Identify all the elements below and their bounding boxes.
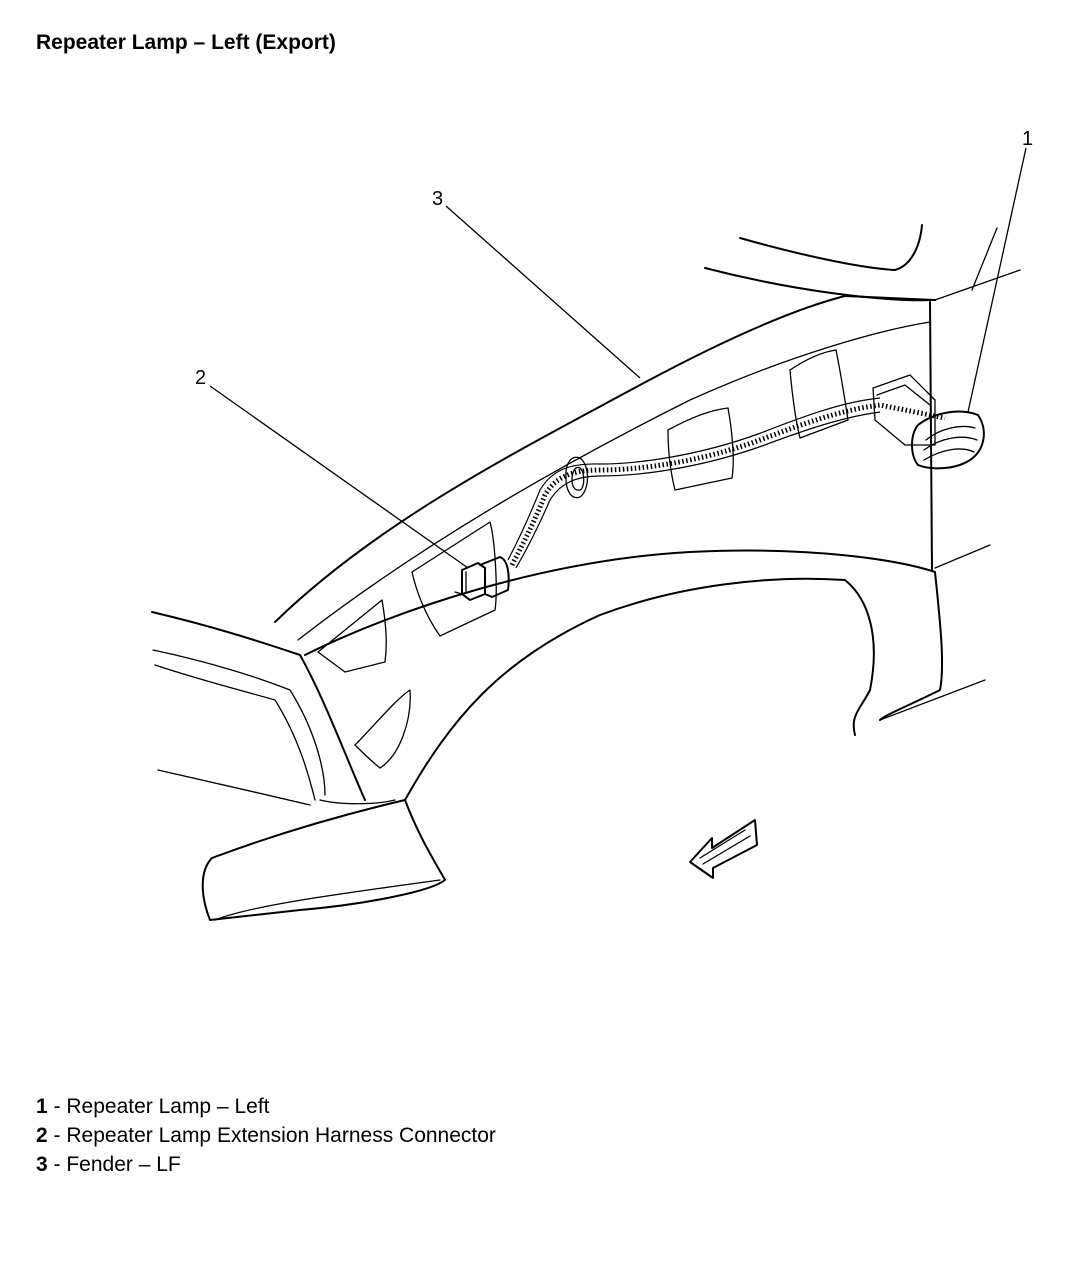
legend-item-1: 1 - Repeater Lamp – Left bbox=[36, 1092, 496, 1121]
harness-connector bbox=[454, 556, 510, 601]
legend-number: 3 bbox=[36, 1153, 48, 1176]
callout-3-leader bbox=[445, 205, 641, 379]
callout-1-leader bbox=[967, 147, 1027, 413]
wire-harness bbox=[507, 397, 946, 569]
legend-separator: - bbox=[47, 1124, 67, 1147]
forward-arrow-icon bbox=[689, 819, 758, 879]
legend-separator: - bbox=[47, 1095, 67, 1118]
callout-2-number: 2 bbox=[195, 367, 206, 389]
callout-2-leader bbox=[209, 385, 469, 569]
repeater-lamp bbox=[911, 410, 985, 470]
legend-item-3: 3 - Fender – LF bbox=[36, 1150, 496, 1179]
legend-number: 1 bbox=[36, 1095, 48, 1118]
callout-1-number: 1 bbox=[1022, 128, 1033, 150]
legend-text: Repeater Lamp Extension Harness Connecto… bbox=[66, 1124, 496, 1147]
legend-text: Repeater Lamp – Left bbox=[66, 1095, 270, 1118]
fender-outline bbox=[151, 224, 1021, 921]
legend-separator: - bbox=[47, 1153, 67, 1176]
legend-text: Fender – LF bbox=[66, 1153, 181, 1176]
legend: 1 - Repeater Lamp – Left 2 - Repeater La… bbox=[36, 1092, 496, 1179]
legend-item-2: 2 - Repeater Lamp Extension Harness Conn… bbox=[36, 1121, 496, 1150]
callout-3-number: 3 bbox=[432, 188, 443, 210]
legend-number: 2 bbox=[36, 1124, 48, 1147]
page-title: Repeater Lamp – Left (Export) bbox=[36, 31, 336, 54]
